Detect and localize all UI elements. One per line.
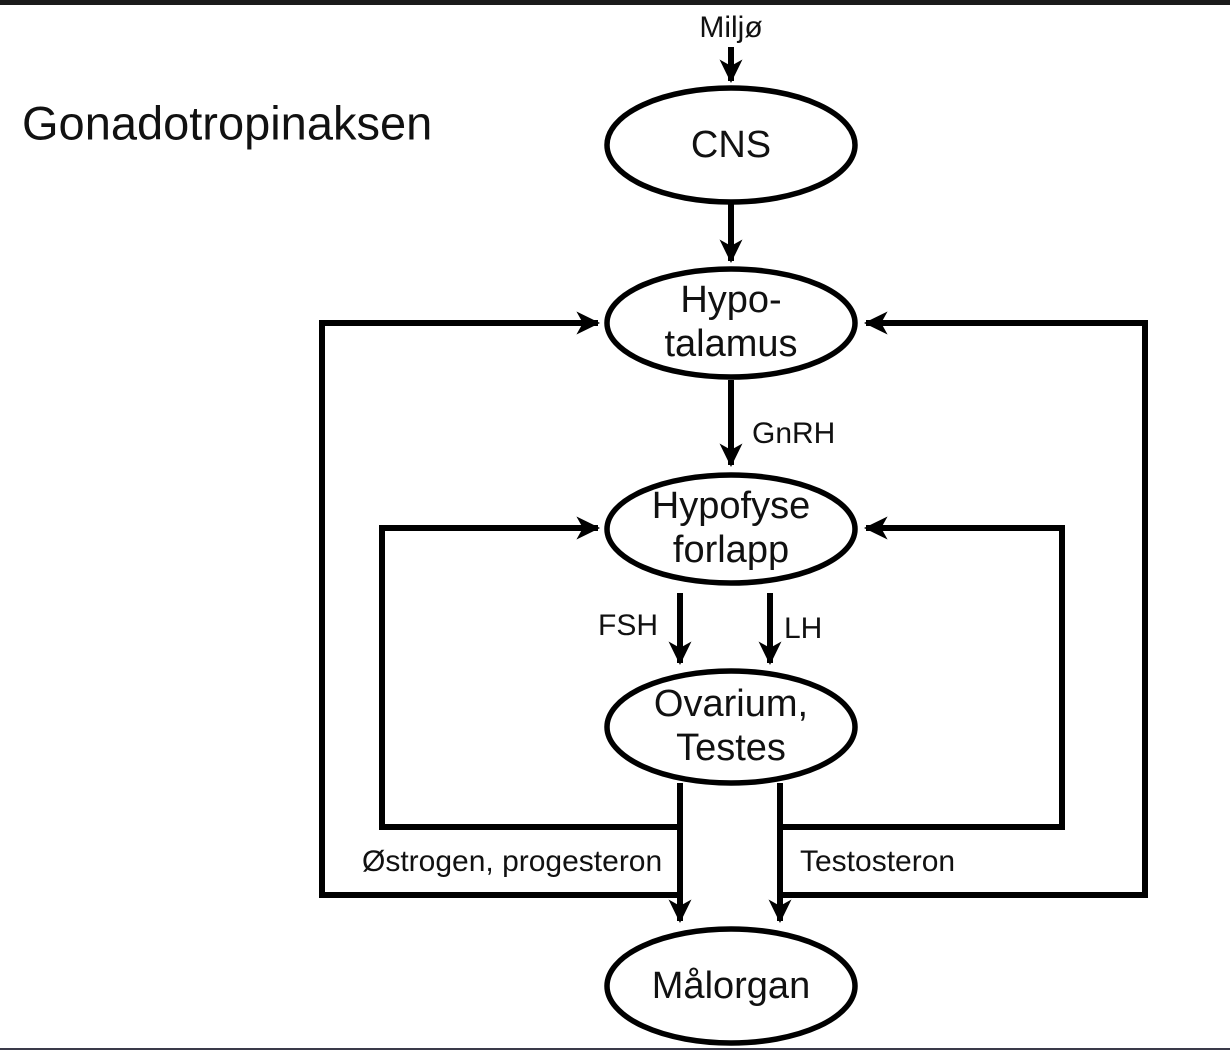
edge-label-testosteron: Testosteron	[800, 845, 955, 878]
node-malorgan-ellipse	[604, 926, 858, 1046]
node-malorgan[interactable]: Målorgan	[604, 926, 858, 1046]
gonadotropin-axis-diagram: CNS Hypo- talamus Hypofyse forlapp Ovari…	[22, 11, 1148, 1046]
page-title: Gonadotropinaksen	[22, 96, 432, 149]
node-hypofyse-forlapp-label-line1: Hypofyse	[652, 485, 810, 527]
edge-label-fsh: FSH	[598, 609, 658, 642]
edge-feedback-testosteron-hypofyse	[780, 516, 1065, 830]
node-hypofyse-forlapp[interactable]: Hypofyse forlapp	[604, 472, 858, 586]
node-cns[interactable]: CNS	[604, 85, 858, 205]
edge-label-gnrh: GnRH	[752, 417, 835, 450]
edge-feedback-ostrogen-hypofyse	[379, 516, 680, 830]
edge-feedback-testosteron-hypotalamus	[780, 311, 1148, 898]
node-ovarium-testes[interactable]: Ovarium, Testes	[604, 668, 858, 786]
node-hypotalamus[interactable]: Hypo- talamus	[604, 266, 858, 380]
node-ovarium-testes-label-line1: Ovarium,	[654, 683, 808, 725]
node-ovarium-testes-ellipse	[604, 668, 858, 786]
node-hypofyse-forlapp-ellipse	[604, 472, 858, 586]
node-hypofyse-forlapp-label-line2: forlapp	[673, 529, 789, 571]
node-hypotalamus-label-line1: Hypo-	[680, 279, 781, 321]
node-hypotalamus-label-line2: talamus	[664, 323, 797, 365]
edge-label-lh: LH	[784, 612, 822, 645]
node-cns-label: CNS	[691, 124, 771, 166]
node-ovarium-testes-label-line2: Testes	[676, 727, 786, 769]
edge-feedback-ostrogen-hypotalamus	[319, 311, 680, 898]
node-hypotalamus-ellipse	[604, 266, 858, 380]
node-malorgan-label: Målorgan	[652, 965, 810, 1007]
edge-label-miljo: Miljø	[699, 11, 762, 44]
edge-label-ostrogen-progesteron: Østrogen, progesteron	[362, 845, 662, 878]
node-cns-ellipse	[604, 85, 858, 205]
